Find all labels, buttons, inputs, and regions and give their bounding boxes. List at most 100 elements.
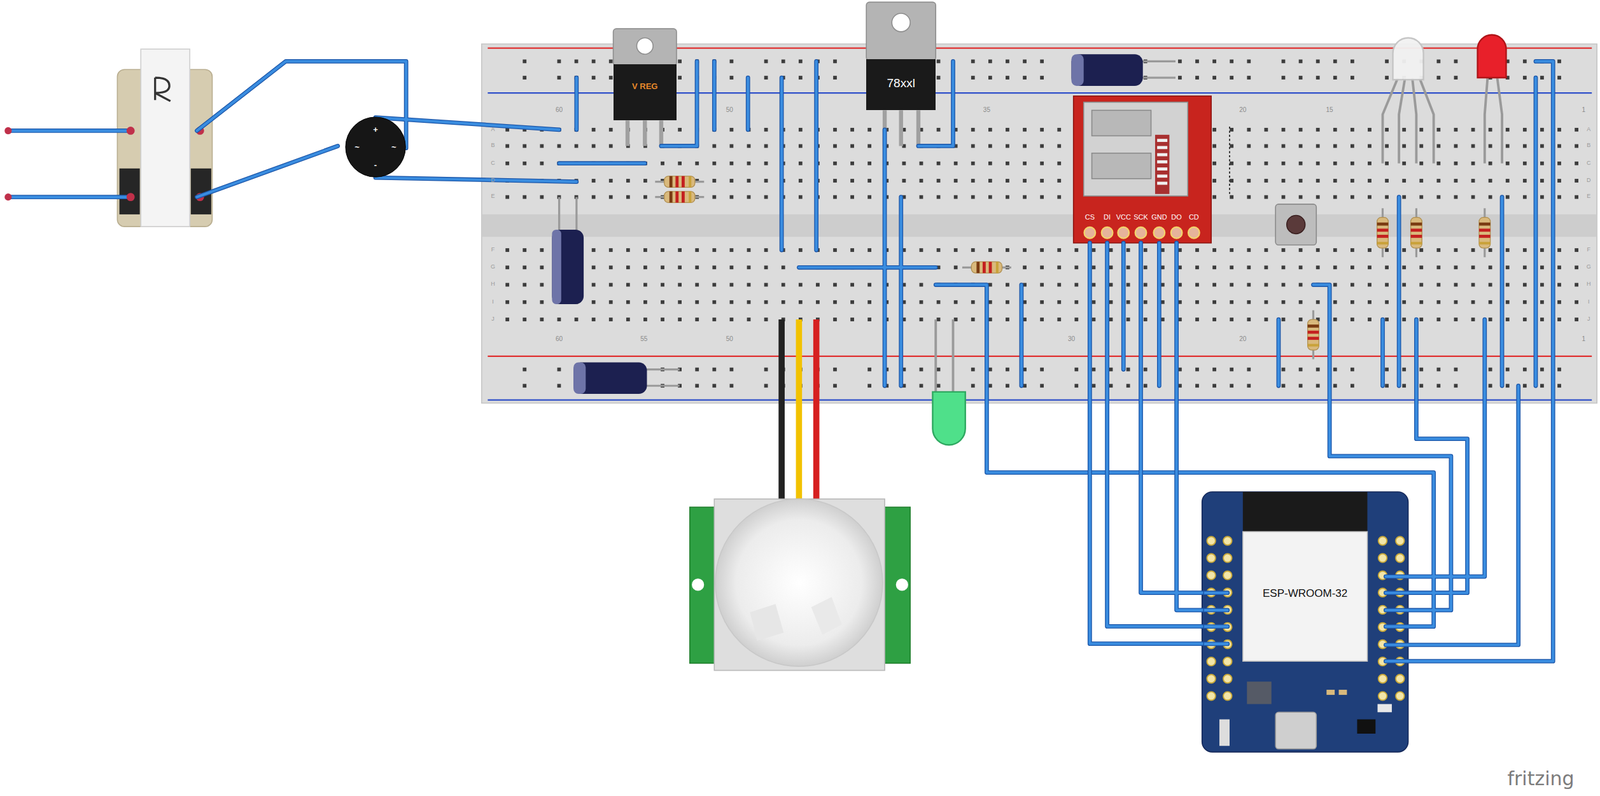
- breadboard-hole: [1350, 248, 1355, 253]
- breadboard-hole: [1039, 317, 1044, 322]
- breadboard-hole: [781, 283, 786, 288]
- breadboard-hole: [1281, 127, 1286, 132]
- breadboard-hole: [850, 127, 855, 132]
- breadboard-hole: [505, 248, 510, 253]
- breadboard-hole: [609, 317, 613, 322]
- breadboard-hole: [1212, 161, 1217, 166]
- breadboard-hole: [712, 144, 716, 149]
- breadboard-hole: [1246, 127, 1251, 132]
- header-pin: [1223, 553, 1232, 562]
- breadboard-hole: [1005, 283, 1010, 288]
- breadboard-hole: [643, 195, 648, 200]
- breadboard-hole: [1522, 367, 1527, 372]
- watermark: fritzing: [1507, 768, 1574, 790]
- wire: [1020, 285, 1023, 387]
- breadboard-hole: [1540, 317, 1544, 322]
- breadboard-hole: [919, 367, 924, 372]
- breadboard-hole: [505, 161, 510, 166]
- breadboard-hole: [1264, 161, 1269, 166]
- breadboard-hole: [1402, 195, 1406, 200]
- breadboard-hole: [1350, 195, 1355, 200]
- breadboard-hole: [1522, 283, 1527, 288]
- breadboard-hole: [1384, 248, 1389, 253]
- breadboard-hole: [1160, 283, 1165, 288]
- breadboard-hole: [1316, 161, 1320, 166]
- breadboard-hole: [764, 59, 769, 64]
- breadboard-hole: [609, 265, 613, 270]
- wire: [1385, 385, 1518, 645]
- breadboard-hole: [1057, 300, 1061, 305]
- breadboard-hole: [1022, 144, 1027, 149]
- breadboard-hole: [522, 383, 527, 388]
- breadboard-hole: [1522, 127, 1527, 132]
- breadboard-hole: [1229, 127, 1234, 132]
- wire: [1202, 625, 1228, 629]
- breadboard-hole: [1246, 283, 1251, 288]
- breadboard-hole: [1574, 300, 1579, 305]
- breadboard-hole: [1384, 178, 1389, 183]
- wire: [712, 61, 716, 130]
- wire: [1277, 319, 1280, 386]
- breadboard-hole: [1367, 161, 1372, 166]
- column-number: 15: [1326, 105, 1334, 113]
- breadboard-hole: [1557, 317, 1562, 322]
- breadboard-hole: [1436, 383, 1441, 388]
- breadboard-hole: [505, 144, 510, 149]
- breadboard-hole: [522, 59, 527, 64]
- breadboard-hole: [729, 367, 734, 372]
- breadboard-hole: [1281, 178, 1286, 183]
- breadboard-hole: [1333, 265, 1338, 270]
- breadboard-channel: [481, 214, 1597, 237]
- breadboard-hole: [1126, 283, 1131, 288]
- breadboard-hole: [954, 195, 958, 200]
- breadboard-hole: [1522, 317, 1527, 322]
- breadboard-hole: [1540, 283, 1544, 288]
- sd-card-board: [1073, 96, 1212, 244]
- regulator-tab: [613, 1, 937, 146]
- breadboard-hole: [729, 75, 734, 80]
- breadboard-hole: [850, 195, 855, 200]
- breadboard-hole: [1505, 265, 1510, 270]
- breadboard-hole: [1298, 265, 1303, 270]
- breadboard-hole: [1454, 383, 1459, 388]
- breadboard-hole: [1436, 75, 1441, 80]
- breadboard-hole: [1488, 283, 1493, 288]
- breadboard-hole: [1022, 265, 1027, 270]
- breadboard-hole: [1557, 265, 1562, 270]
- breadboard-hole: [1074, 265, 1079, 270]
- breadboard-hole: [643, 265, 648, 270]
- breadboard-hole: [574, 317, 579, 322]
- breadboard-hole: [729, 178, 734, 183]
- breadboard-hole: [1574, 127, 1579, 132]
- wire: [1397, 197, 1401, 387]
- row-letter: A: [1586, 126, 1591, 134]
- breadboard-hole: [1160, 248, 1165, 253]
- column-number: 50: [726, 335, 734, 343]
- breadboard-hole: [1298, 161, 1303, 166]
- header-pin: [1395, 691, 1404, 701]
- breadboard-hole: [677, 127, 682, 132]
- breadboard-hole: [1505, 317, 1510, 322]
- breadboard-hole: [643, 317, 648, 322]
- breadboard-hole: [660, 248, 665, 253]
- breadboard-hole: [1143, 300, 1148, 305]
- wire: [798, 266, 936, 269]
- breadboard-hole: [850, 144, 855, 149]
- wire: [1202, 591, 1228, 595]
- breadboard-hole: [1143, 248, 1148, 253]
- breadboard-hole: [1298, 283, 1303, 288]
- breadboard-hole: [764, 283, 769, 288]
- breadboard-hole: [1471, 317, 1476, 322]
- breadboard-hole: [626, 265, 631, 270]
- breadboard-hole: [729, 283, 734, 288]
- breadboard-hole: [1039, 283, 1044, 288]
- breadboard-hole: [557, 75, 562, 80]
- breadboard-hole: [936, 195, 941, 200]
- breadboard-hole: [919, 195, 924, 200]
- breadboard-hole: [971, 248, 976, 253]
- breadboard-hole: [1195, 59, 1200, 64]
- breadboard-hole: [1419, 367, 1424, 372]
- breadboard-hole: [1333, 248, 1338, 253]
- breadboard-hole: [1540, 265, 1544, 270]
